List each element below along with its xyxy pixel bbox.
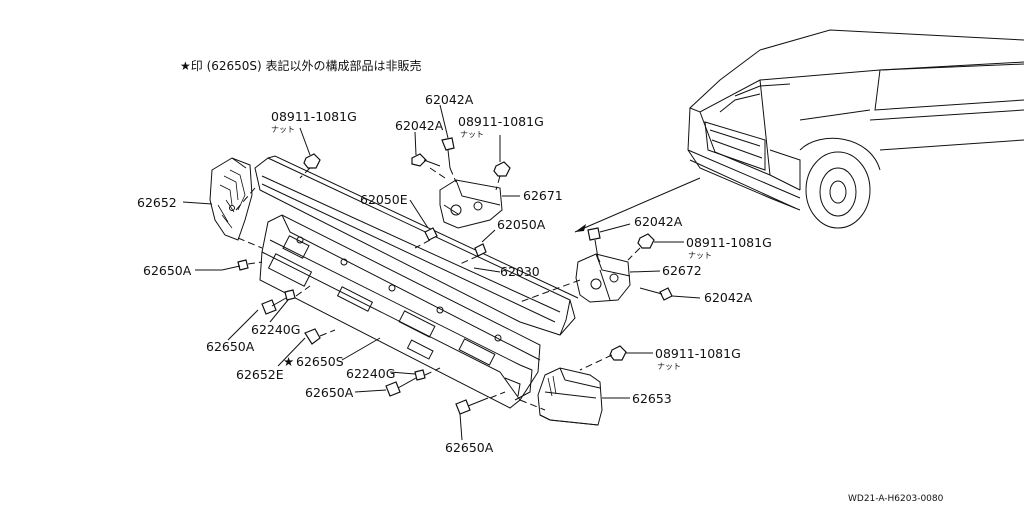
label-62652e: 62652E (236, 367, 284, 382)
label-08911-low: 08911-1081G (655, 346, 741, 361)
label-62653: 62653 (632, 391, 672, 406)
star-mark: ★ (283, 354, 294, 369)
label-62652: 62652 (137, 195, 177, 210)
label-62042a-right: 62042A (634, 214, 683, 229)
bumper-side-left-62652 (209, 157, 253, 241)
label-nut-low: ナット (657, 362, 681, 371)
bumper-side-right-62653 (537, 367, 603, 426)
label-62650a-mid: 62650A (206, 339, 255, 354)
label-nut-top: ナット (271, 125, 295, 134)
label-62042a-top: 62042A (425, 92, 474, 107)
leader-lines (182, 104, 701, 441)
label-62672: 62672 (662, 263, 702, 278)
part-labels: 08911-1081G ナット 62042A 62042A 08911-1081… (137, 92, 772, 455)
label-62240g-left: 62240G (251, 322, 300, 337)
label-62650s: 62650S (296, 354, 344, 369)
label-62671: 62671 (523, 188, 563, 203)
bracket-62671 (439, 179, 503, 229)
label-08911-top: 08911-1081G (271, 109, 357, 124)
label-nut-mid: ナット (460, 130, 484, 139)
label-62650a-left: 62650A (143, 263, 192, 278)
fasteners (221, 137, 673, 415)
label-62240g-bottom: 62240G (346, 366, 395, 381)
label-08911-mid: 08911-1081G (458, 114, 544, 129)
label-nut-right: ナット (688, 251, 712, 260)
bumper-bar-62030 (254, 155, 579, 336)
assembly-guides (235, 167, 641, 411)
label-62650a-low: 62650A (445, 440, 494, 455)
vehicle-illustration (574, 29, 1024, 233)
bracket-62672 (575, 253, 631, 303)
label-62030: 62030 (500, 264, 540, 279)
label-08911-right: 08911-1081G (686, 235, 772, 250)
label-62042a-right-low: 62042A (704, 290, 753, 305)
label-62650a-bottom: 62650A (305, 385, 354, 400)
note-text: ★印 (62650S) 表記以外の構成部品は非販売 (180, 58, 422, 73)
label-62050e: 62050E (360, 192, 408, 207)
drawing-code: WD21-A-H6203-0080 (848, 494, 944, 504)
label-62042a-left: 62042A (395, 118, 444, 133)
label-62050a: 62050A (497, 217, 546, 232)
bumper-frame-62650s (259, 214, 541, 409)
